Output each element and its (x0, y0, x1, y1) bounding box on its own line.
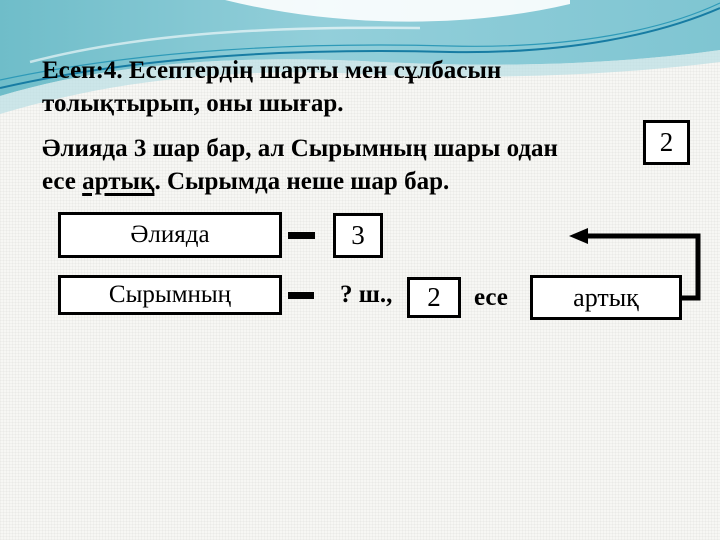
connector-dash-row1 (288, 232, 315, 239)
factor-answer-value: 2 (659, 127, 674, 157)
problem-text-line2: есе артық. Сырымда неше шар бар. (42, 165, 558, 198)
page-title: Есеп:4. Есептердің шарты мен сұлбасын то… (42, 54, 501, 120)
schema-aliyada-label: Әлияда (130, 221, 210, 248)
times-word-text: есе (474, 284, 508, 311)
schema-artyk-label: артық (573, 282, 639, 312)
page-title-line2: толықтырып, оны шығар. (42, 90, 344, 117)
problem-line2-after: . Сырымда неше шар бар. (154, 168, 450, 195)
problem-text: Әлияда 3 шар бар, ал Сырымның шары одан … (42, 132, 558, 198)
connector-dash-row2 (288, 292, 314, 299)
factor-answer-box: 2 (643, 120, 690, 165)
schema-factor-value: 2 (427, 282, 441, 312)
schema-box-syrym: Сырымның (58, 275, 282, 315)
page-title-line1: Есеп:4. Есептердің шарты мен сұлбасын (42, 57, 502, 84)
schema-syrym-label: Сырымның (108, 281, 232, 308)
schema-box-factor: 2 (407, 277, 461, 318)
schema-box-aliyada: Әлияда (58, 212, 282, 258)
header-wave-decoration (0, 0, 720, 114)
problem-text-line1: Әлияда 3 шар бар, ал Сырымның шары одан (42, 135, 558, 162)
question-mark-text: ? ш., (340, 281, 393, 308)
problem-line2-before: есе (42, 168, 83, 195)
schema-box-three: 3 (333, 213, 383, 258)
schema-box-artyk: артық (530, 275, 682, 320)
word-artyk-underlined: артық (82, 168, 155, 195)
schema-three-value: 3 (351, 220, 365, 250)
